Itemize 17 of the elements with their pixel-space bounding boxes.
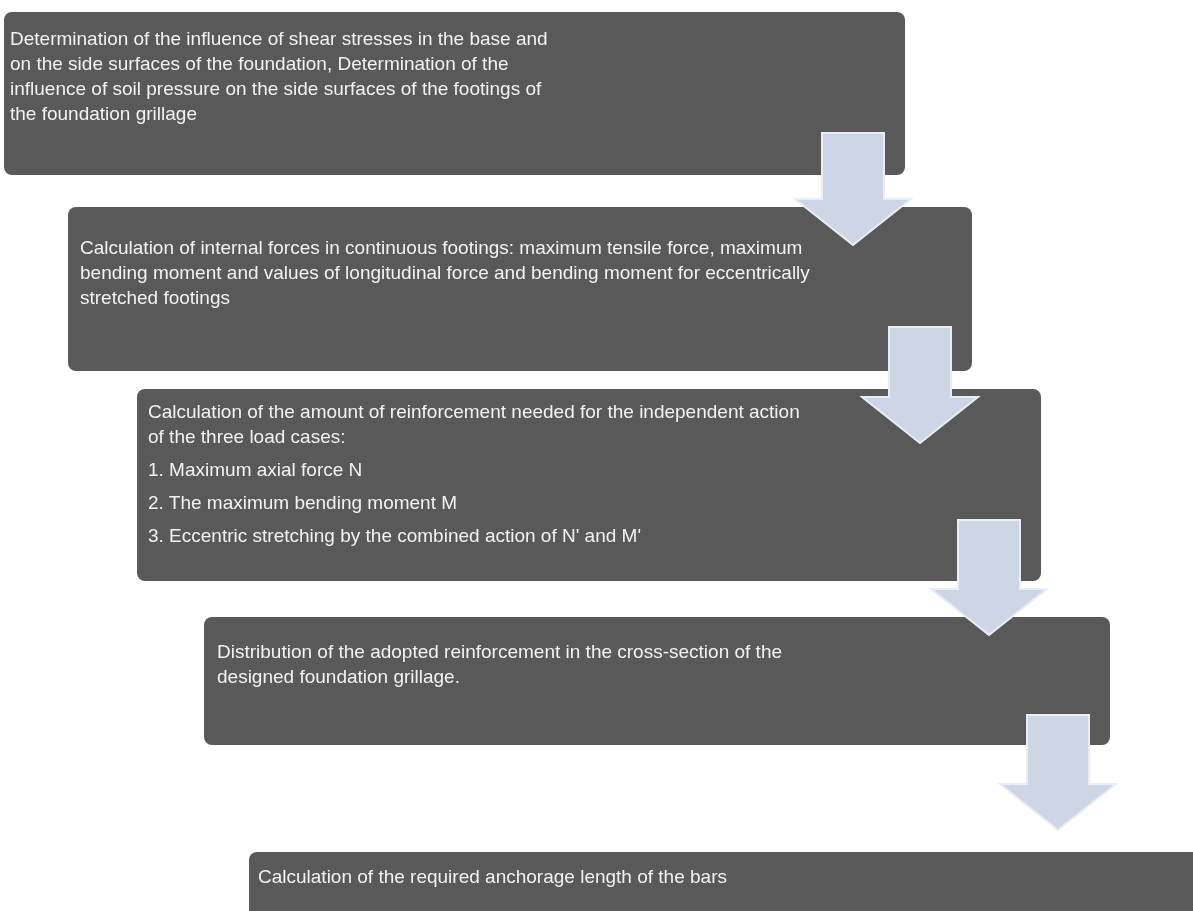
block-arrow xyxy=(928,519,1050,637)
process-box xyxy=(137,389,1041,581)
step-text: Calculation of the amount of reinforcement needed for the independent action of the three load cases: xyxy=(148,400,801,449)
block-arrow xyxy=(792,132,914,247)
step-text: Distribution of the adopted reinforcement in the cross-section of the designed foundation grillage. xyxy=(217,640,784,689)
step-text: Determination of the influence of shear stresses in the base and on the side surfaces of the foundation, Determination of the influence of soil pressure on the side surfaces of the footings of the foundation grillage xyxy=(10,27,549,126)
list-item: 1. Maximum axial force N xyxy=(148,458,364,482)
step-text: Calculation of internal forces in continuous footings: maximum tensile force, maximum bending moment and values of longitudinal force and bending moment for eccentrically stretched footings xyxy=(80,236,811,310)
list-item: 3. Eccentric stretching by the combined action of N' and M' xyxy=(148,524,643,548)
process-box xyxy=(249,852,1193,911)
list-item: 2. The maximum bending moment M xyxy=(148,491,459,515)
step-text: Calculation of the required anchorage length of the bars xyxy=(258,865,728,889)
process-box xyxy=(68,207,972,371)
block-arrow xyxy=(859,326,981,445)
process-box xyxy=(204,617,1110,745)
process-box xyxy=(4,12,905,175)
block-arrow xyxy=(997,714,1119,832)
